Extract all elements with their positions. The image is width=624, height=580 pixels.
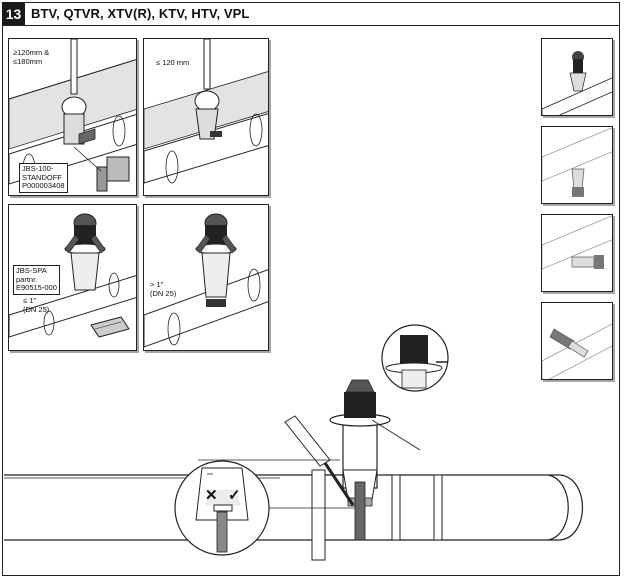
panel-standoff-install: ≥120mm & ≤180mm JBS-100- STANDOFF P00000… xyxy=(8,38,137,196)
wrong-mark: ✕ xyxy=(205,487,218,504)
size-label-top-mid: ≤ 120 mm xyxy=(156,58,190,67)
page-title: BTV, QTVR, XTV(R), KTV, HTV, VPL xyxy=(31,6,250,21)
pipe-size-large: > 1" (DN 25) xyxy=(150,280,177,298)
thumb-side-mount-horizontal xyxy=(541,214,613,292)
panel-small-pipe-install: JBS-SPA partnr. E90515-000 ≤ 1" (DN 25) xyxy=(8,204,137,351)
thumb-top-mount xyxy=(541,38,613,116)
right-mark: ✓ xyxy=(228,487,241,504)
spa-part-label: JBS-SPA partnr. E90515-000 xyxy=(13,265,60,295)
thumb-side-mount-angled xyxy=(541,302,613,380)
large-pipe-illustration xyxy=(144,213,268,348)
size-label-top-left: ≥120mm & ≤180mm xyxy=(13,48,50,66)
title-divider xyxy=(2,25,620,26)
thumb-side-mount-down xyxy=(541,126,613,204)
panel-large-pipe-install: > 1" (DN 25) xyxy=(143,204,269,351)
step-number-badge: 13 xyxy=(2,2,25,25)
pipe-size-small: ≤ 1" (DN 25) xyxy=(23,296,50,314)
standoff-part-label: JBS-100- STANDOFF P000003408 xyxy=(19,163,68,193)
direct-install-illustration xyxy=(144,39,268,184)
small-pipe-illustration xyxy=(9,213,136,338)
panel-direct-install: ≤ 120 mm xyxy=(143,38,269,196)
